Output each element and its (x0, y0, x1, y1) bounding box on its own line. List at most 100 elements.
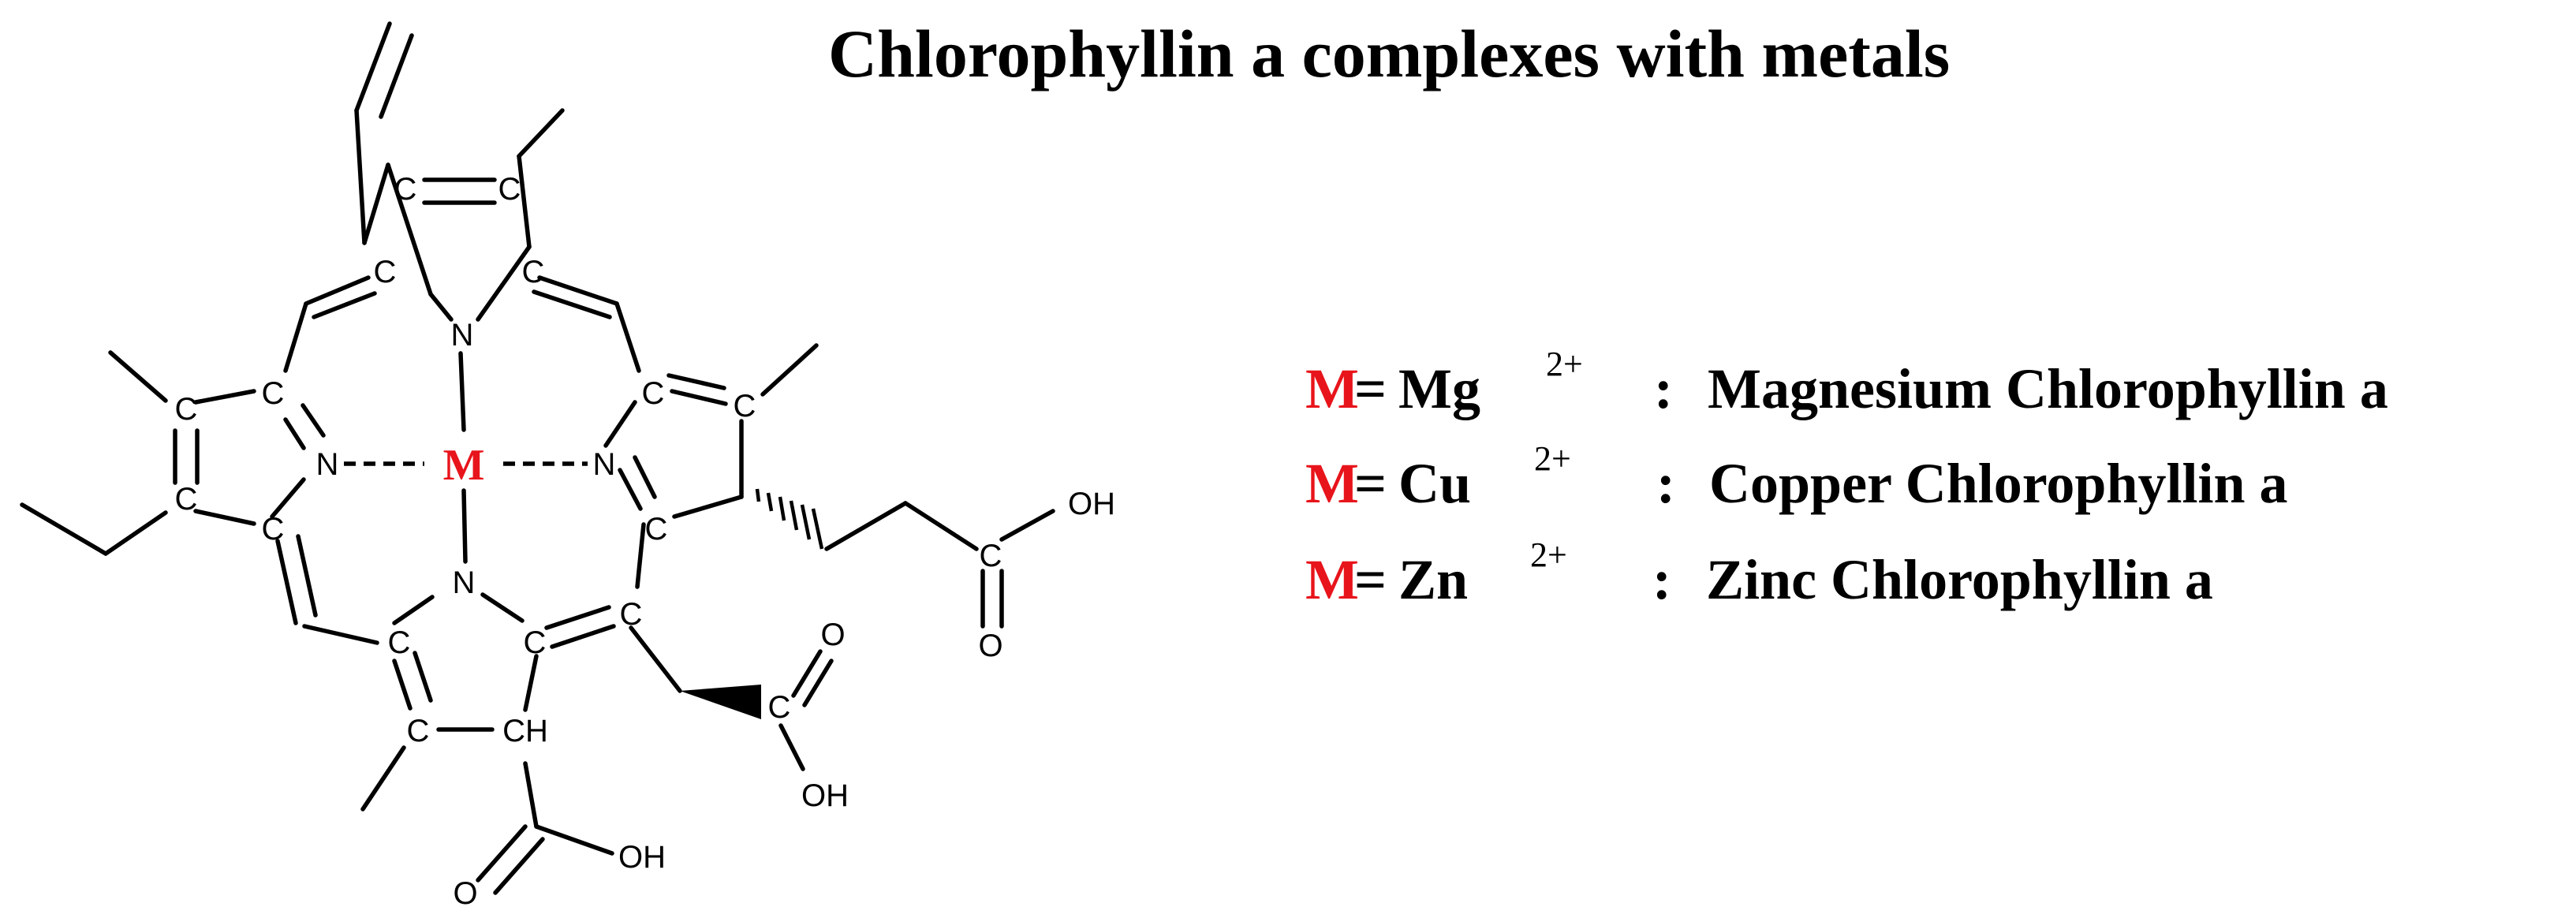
atom-carbon: C (620, 597, 643, 632)
bond (517, 154, 532, 249)
atom-carbon: C (734, 389, 756, 424)
atom-carbon: C (374, 255, 397, 289)
atom-nitrogen: N (593, 447, 616, 482)
bond (532, 289, 612, 319)
atom-hydroxyl: OH (1068, 487, 1115, 521)
bond (791, 649, 823, 698)
legend-element: Cu (1398, 452, 1472, 515)
bond (550, 624, 616, 649)
legend-colon: : (1652, 548, 1671, 611)
legend-metal-symbol: M (1305, 452, 1359, 515)
bond (392, 659, 413, 711)
legend-complex-name: Magnesium Chlorophyllin a (1708, 357, 2388, 420)
atom-nitrogen: N (316, 447, 339, 482)
bond (108, 350, 168, 403)
hash-line (766, 492, 774, 512)
bond (618, 468, 643, 511)
bond (20, 502, 108, 556)
bond (476, 824, 528, 883)
bond (517, 108, 565, 159)
bond (283, 301, 308, 373)
bond (760, 343, 819, 397)
bond (903, 501, 979, 551)
bond (635, 522, 646, 589)
hash-line (789, 500, 799, 531)
hash-line (800, 504, 812, 540)
legend-equals: = (1354, 452, 1387, 515)
bond (802, 659, 834, 707)
metal-bond (458, 351, 466, 432)
bond (544, 605, 611, 630)
bond (193, 509, 256, 526)
legend-element: Zn (1398, 548, 1469, 611)
metal-bond (461, 488, 468, 564)
bond (392, 595, 435, 625)
bond (270, 477, 306, 519)
atom-carbon: C (498, 172, 521, 207)
bond-lines (20, 21, 1055, 895)
legend-equals: = (1354, 548, 1387, 611)
bond (666, 373, 726, 390)
bond (999, 509, 1055, 542)
atom-carbon: C (645, 512, 668, 547)
legend-charge: 2+ (1530, 536, 1567, 574)
atom-ch: CH (502, 714, 548, 748)
atom-carbon: C (262, 512, 285, 547)
legend-charge: 2+ (1546, 345, 1583, 383)
atom-hydroxyl: OH (618, 840, 666, 875)
bond (386, 162, 433, 297)
legend-equals: = (1354, 357, 1387, 420)
bond (379, 33, 414, 119)
legend-metal-symbol: M (1305, 548, 1359, 611)
bond (629, 625, 682, 693)
bond (304, 275, 371, 306)
bond (283, 417, 306, 450)
bond (413, 651, 433, 703)
bond (537, 275, 619, 306)
legend-colon: : (1656, 452, 1675, 515)
bond (302, 624, 379, 645)
diagram-title: Chlorophyllin a complexes with metals (828, 16, 1951, 91)
legend-charge: 2+ (1534, 439, 1571, 478)
atom-hydroxyl: OH (801, 778, 849, 813)
bond (193, 389, 256, 405)
hashed-bond (755, 488, 824, 550)
atom-carbon: C (524, 625, 547, 660)
atom-carbon: C (522, 255, 545, 289)
bond (362, 162, 390, 245)
metal-center: M (443, 441, 485, 490)
atom-nitrogen: N (451, 318, 474, 353)
atom-oxygen: O (978, 629, 1002, 663)
bond (523, 654, 539, 712)
legend-metal-symbol: M (1305, 357, 1359, 420)
hash-line (811, 508, 824, 550)
atom-oxygen: O (453, 876, 477, 911)
hash-line (778, 496, 786, 521)
bond (480, 592, 525, 623)
bond (603, 400, 637, 448)
legend-complex-name: Copper Chlorophyllin a (1709, 452, 2288, 515)
legend-element: Mg (1398, 357, 1480, 420)
atom-carbon: C (388, 625, 411, 660)
legend-colon: : (1654, 357, 1673, 420)
atom-carbon: C (642, 376, 665, 411)
bond (296, 534, 318, 618)
bond (614, 301, 641, 373)
atom-nitrogen: N (453, 565, 476, 600)
atom-carbon: C (980, 539, 1002, 573)
atom-carbon: C (175, 392, 198, 427)
bond (301, 403, 326, 438)
bond (633, 455, 657, 499)
atom-carbon: C (262, 376, 285, 411)
atom-carbon: C (768, 690, 791, 725)
bond (354, 108, 367, 245)
bond (428, 292, 454, 322)
atom-carbon: C (175, 482, 198, 517)
bond (312, 291, 377, 319)
hash-line (755, 488, 761, 502)
bond (534, 824, 614, 856)
wedge-bond (680, 685, 761, 719)
bond (670, 389, 728, 406)
